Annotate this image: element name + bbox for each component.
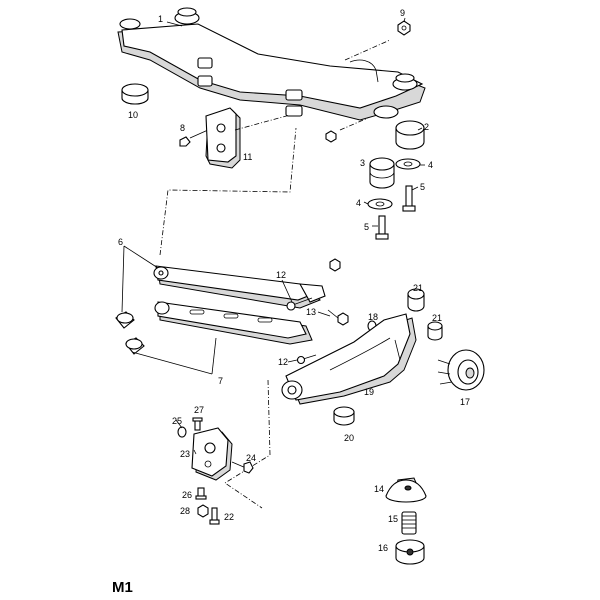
callout-27: 27 [194,405,204,415]
bracket-11 [205,107,241,169]
callout-20: 20 [344,433,354,443]
nut-small [325,130,337,143]
callout-5a: 5 [420,182,425,192]
callout-leaders [121,17,425,455]
bush-10 [121,83,149,105]
bolt-24 [231,461,254,474]
callout-21a: 21 [413,283,423,293]
trailing-link-19 [281,313,417,405]
bolt-27 [192,417,203,431]
spring-seat-14 [385,477,427,503]
bush-21-lower [427,321,443,341]
washer-4-lower [367,198,393,210]
callout-25: 25 [172,416,182,426]
seat-16 [395,539,425,565]
callout-15: 15 [388,514,398,524]
callout-26: 26 [182,490,192,500]
callout-7: 7 [218,376,223,386]
callout-2: 2 [424,122,429,132]
callout-9: 9 [400,8,405,18]
trailing-arm-6 [153,265,326,309]
bolt-5-lower [375,215,389,240]
buffer-3 [369,157,395,189]
rear-subframe [117,7,426,121]
callout-14: 14 [374,484,384,494]
washer-4-upper [395,158,421,170]
callout-16: 16 [378,543,388,553]
bracket-23 [191,427,233,481]
nut-28 [197,504,209,518]
callout-1: 1 [158,14,163,24]
callout-6: 6 [118,237,123,247]
callout-5b: 5 [364,222,369,232]
bolt-22 [209,507,220,525]
washer-25 [177,426,187,438]
figure-label: M1 [112,579,133,596]
callout-8: 8 [180,123,185,133]
nut-9 [397,20,411,36]
callout-10: 10 [128,110,138,120]
bolt-5-upper [402,185,416,212]
callout-12b: 12 [278,357,288,367]
bolt-8 [179,129,209,147]
callout-numbers: 1 2 3 4 4 5 5 6 7 8 9 10 11 12 12 13 14 … [118,8,470,553]
wheel-hub-17 [437,349,485,391]
bolt-26 [195,487,207,500]
callout-18: 18 [368,312,378,322]
callout-4a: 4 [428,160,433,170]
callout-24: 24 [246,453,256,463]
lower-arm-7 [154,301,313,345]
callout-13: 13 [306,307,316,317]
bush-2 [395,120,425,150]
callout-11: 11 [243,152,252,162]
callout-3: 3 [360,158,365,168]
callout-4b: 4 [356,198,361,208]
callout-17: 17 [460,397,470,407]
callout-22: 22 [224,512,234,522]
callout-23: 23 [180,449,190,459]
bolt-12-lower [296,354,317,365]
callout-19: 19 [364,387,374,397]
bolt-12-upper [286,297,313,311]
callout-12a: 12 [276,270,286,280]
bush-6 [115,311,135,329]
callout-21b: 21 [432,313,442,323]
callout-28: 28 [180,506,190,516]
bush-20 [333,406,355,426]
nut-13 [327,258,349,326]
bump-stop-15 [401,511,417,535]
bush-21-upper [407,288,425,312]
bush-7 [125,337,145,355]
